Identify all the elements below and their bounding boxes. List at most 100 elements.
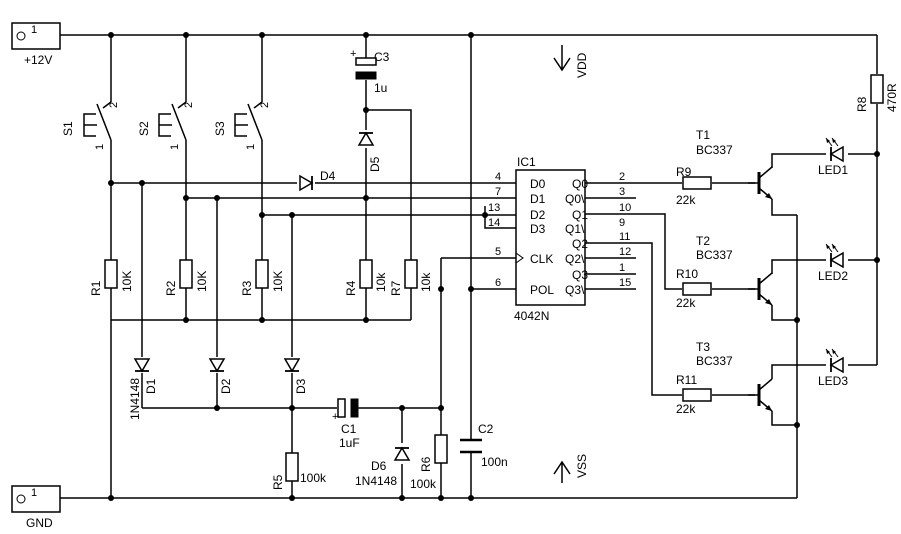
- capacitor-c3-polarity: +: [350, 48, 356, 60]
- resistor-r8-ref: R8: [855, 96, 869, 112]
- diode-d2: D2: [209, 358, 233, 394]
- led-1: LED1: [818, 137, 848, 177]
- diode-d1-ref: D1: [144, 378, 158, 394]
- resistor-r5: R5 100k: [271, 452, 327, 490]
- resistor-r3: R3 10K: [240, 259, 285, 296]
- ic-pin-name: Q2: [572, 237, 588, 251]
- ic-pin-name: Q3\: [565, 283, 585, 297]
- capacitor-c3-ref: C3: [374, 50, 390, 64]
- junction-dots: [108, 32, 880, 501]
- capacitor-c1: + C1 1uF: [332, 398, 360, 450]
- resistor-r3-ref: R3: [240, 280, 254, 296]
- diode-d3: D3: [284, 358, 308, 394]
- resistor-r10: R10 22k: [676, 267, 712, 310]
- transistor-t1: T1 BC337: [696, 128, 774, 201]
- led-2-label: LED2: [818, 269, 848, 283]
- transistor-t3-type: BC337: [696, 354, 733, 368]
- resistor-r7: R7 10k: [389, 259, 433, 296]
- transistor-t3-ref: T3: [696, 340, 710, 354]
- ic-pin-name: D3: [530, 222, 546, 236]
- resistor-r6-value: 100k: [410, 477, 437, 491]
- capacitor-c3: + C3 1u: [350, 48, 390, 95]
- resistor-r4: R4 10k: [344, 259, 388, 296]
- ic-part: 4042N: [514, 309, 549, 323]
- transistor-t3: T3 BC337: [696, 340, 774, 413]
- ic-pin-name: Q1\: [565, 222, 585, 236]
- vdd-indicator: VDD: [553, 45, 589, 78]
- transistor-t2-ref: T2: [696, 234, 710, 248]
- resistor-r3-value: 10K: [271, 271, 285, 292]
- led-1-label: LED1: [818, 163, 848, 177]
- resistor-r11: R11 22k: [676, 373, 712, 416]
- ic-pin-name: CLK: [530, 252, 553, 266]
- capacitor-c3-value: 1u: [374, 81, 387, 95]
- ic-pin-num: 10: [619, 202, 631, 214]
- transistor-t2: T2 BC337: [696, 234, 774, 307]
- resistor-r9-ref: R9: [676, 165, 692, 179]
- ic-pin-num: 3: [619, 186, 625, 198]
- diode-d6: D6 1N4148: [355, 447, 410, 488]
- ic-pin-num: 6: [495, 277, 501, 289]
- switch-s1-ref: S1: [61, 121, 75, 136]
- ic-pin-name: Q2\: [565, 252, 585, 266]
- capacitor-c2-ref: C2: [478, 422, 494, 436]
- diode-d6-value: 1N4148: [355, 474, 397, 488]
- switch-s1-pin-b: 2: [108, 102, 120, 108]
- switch-s2-ref: S2: [137, 121, 151, 136]
- resistor-r1: R1 10K: [89, 259, 134, 296]
- ic-pin-name: Q3: [572, 268, 588, 282]
- vdd-label: VDD: [575, 52, 589, 78]
- diode-d5-ref: D5: [368, 156, 382, 172]
- resistor-r4-ref: R4: [344, 280, 358, 296]
- ic-pin-num: 14: [488, 217, 500, 229]
- switch-s2-pin-a: 1: [169, 144, 181, 150]
- ic-pin-num: 11: [619, 231, 630, 243]
- transistor-t1-type: BC337: [696, 143, 733, 157]
- ic-pin-num: 2: [619, 171, 625, 183]
- ic-pin-num: 5: [495, 246, 501, 258]
- ic-pin-num: 7: [495, 186, 501, 198]
- led-2: LED2: [818, 243, 848, 283]
- resistor-r8: R8 470R: [855, 74, 899, 112]
- ic-pin-name: D0: [530, 177, 546, 191]
- resistor-r9-value: 22k: [676, 193, 696, 207]
- ic-pin-name: D1: [530, 192, 546, 206]
- resistor-r11-value: 22k: [676, 402, 696, 416]
- transistor-t2-type: BC337: [696, 248, 733, 262]
- ic-pin-name: Q0: [572, 177, 588, 191]
- ic-pin-num: 13: [488, 202, 500, 214]
- ic-pin-name: D2: [530, 208, 546, 222]
- resistor-r5-value: 100k: [300, 471, 327, 485]
- switch-s1: S1 2 1: [61, 101, 120, 150]
- resistor-r11-ref: R11: [676, 373, 697, 387]
- diode-d2-ref: D2: [219, 378, 233, 394]
- resistor-r4-value: 10k: [374, 272, 388, 292]
- ic-pin-num: 4: [495, 171, 501, 183]
- ic-pin-name: POL: [530, 283, 554, 297]
- led-3-label: LED3: [818, 374, 848, 388]
- resistor-r10-value: 22k: [676, 296, 696, 310]
- switch-s2-pin-b: 2: [183, 102, 195, 108]
- capacitor-c1-value: 1uF: [339, 436, 360, 450]
- resistor-r5-ref: R5: [271, 474, 285, 490]
- wires: [60, 34, 878, 499]
- resistor-r1-value: 10K: [120, 271, 134, 292]
- resistor-r2: R2 10K: [164, 259, 209, 296]
- capacitor-c2-value: 100n: [481, 455, 508, 469]
- resistor-r9: R9 22k: [676, 165, 712, 207]
- ic-pin-num: 15: [619, 277, 631, 289]
- diode-d1-value: 1N4148: [128, 378, 142, 420]
- terminal-vcc: 1 +12V: [11, 22, 61, 67]
- terminal-vcc-pin: 1: [31, 24, 37, 36]
- resistor-r1-ref: R1: [89, 280, 103, 296]
- terminal-gnd-pin: 1: [31, 487, 37, 499]
- resistor-r7-value: 10k: [419, 272, 433, 292]
- resistor-r6-ref: R6: [419, 456, 433, 472]
- terminal-gnd-label: GND: [26, 516, 53, 530]
- transistor-t1-ref: T1: [696, 128, 710, 142]
- switch-s3-pin-a: 1: [245, 144, 257, 150]
- ic-4042: IC1 4042N 4 7 13 14 5 6 D0 D1 D2 D3 CLK …: [488, 155, 631, 323]
- switch-s3-ref: S3: [213, 121, 227, 136]
- ic-pin-name: Q1: [572, 208, 588, 222]
